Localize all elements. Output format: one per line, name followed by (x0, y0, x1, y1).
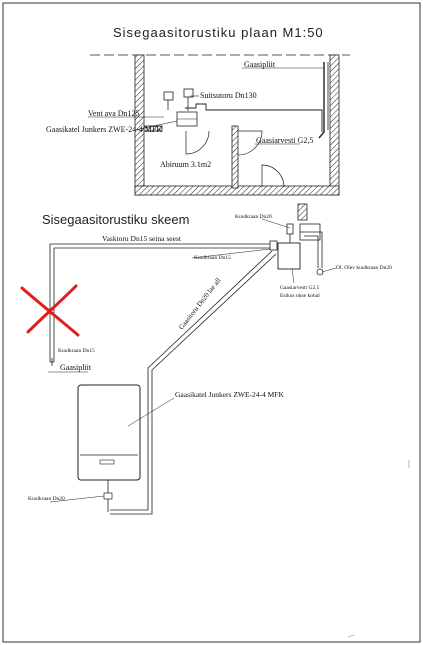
scheme-label-meter-location: Esikus ukse kohal (280, 293, 320, 299)
scheme-leader-existing (321, 267, 337, 273)
plan-door-bottom (261, 164, 285, 188)
scheme-leader-meter (291, 268, 295, 284)
scheme-label-copper-pipe: Vasktoru Dn15 seina seest (102, 234, 182, 243)
scheme-leader-valve-bottom (49, 495, 105, 503)
plan-title: Sisegaasitorustiku plaan M1:50 (113, 25, 324, 40)
scheme-label-boiler: Gaasikatel Junkers ZWE-24-4 MFK (175, 390, 285, 399)
scheme-label-valve-bottom: Kuulkraan Dn20 (28, 496, 65, 502)
scheme-leader-valve-dn15-right (191, 248, 271, 259)
scheme-valve-bottom (103, 492, 113, 500)
scheme-boiler (77, 384, 141, 481)
sheet-mark (347, 634, 355, 638)
scheme-gas-pipe-diag-inner (110, 253, 277, 515)
scheme-gas-meter (277, 242, 301, 270)
scheme-label-gas-stove: Gaasipliit (60, 363, 92, 372)
plan-door-right (237, 130, 263, 156)
plan-flue-ducts (163, 88, 194, 111)
plan-label-meter: Gaasiarvesti G2,5 (256, 136, 313, 145)
scheme-chimney (297, 203, 308, 221)
scheme-label-valve-top: Kuulkraan Dn20 (235, 214, 272, 220)
scheme-label-existing-valve: Ol. Olev kuulkraan Dn20 (336, 265, 392, 271)
scheme-existing-riser (300, 231, 323, 268)
scheme-existing-valve (316, 268, 324, 276)
plan-gas-pipe (185, 103, 323, 132)
scheme-gas-pipe-diag-outer (110, 250, 273, 511)
scheme-label-gas-meter: Gaasiarvesti G2,5 (280, 285, 320, 291)
scheme-title: Sisegaasitorustiku skeem (42, 212, 189, 227)
plan-section: Sisegaasitorustiku plaan M1:50 (46, 25, 350, 196)
scheme-leader-valve-top (261, 218, 291, 229)
plan-wall-right (329, 54, 340, 196)
plan-label-flue: Suitsutoru Dn130 (200, 91, 257, 100)
scheme-copper-pipe-outer (49, 243, 270, 362)
scheme-label-valve-dn15-left: Kuulkraan Dn15 (58, 348, 95, 354)
plan-label-room: Abiruum 3.1m2 (160, 160, 211, 169)
plan-leader-boiler (134, 120, 178, 131)
scheme-section: Sisegaasitorustiku skeem (20, 203, 392, 515)
plan-gas-riser (318, 62, 325, 139)
plan-wall-middle (231, 125, 239, 189)
scheme-valve-top (269, 240, 278, 251)
plan-label-gas-stove: Gaasipliit (244, 60, 276, 69)
removed-stove-cross-icon (20, 284, 80, 337)
plan-label-vent: Vent ava Dn125 (88, 109, 140, 118)
plan-door-left (185, 130, 210, 155)
scheme-leader-boiler (127, 397, 175, 427)
scheme-label-valve-dn15-right: Kuulkraan Dn15 (194, 255, 231, 261)
plan-label-boiler: Gaasikatel Junkers ZWE-24-4 MFK (46, 125, 162, 134)
scheme-copper-pipe-inner (53, 247, 270, 362)
